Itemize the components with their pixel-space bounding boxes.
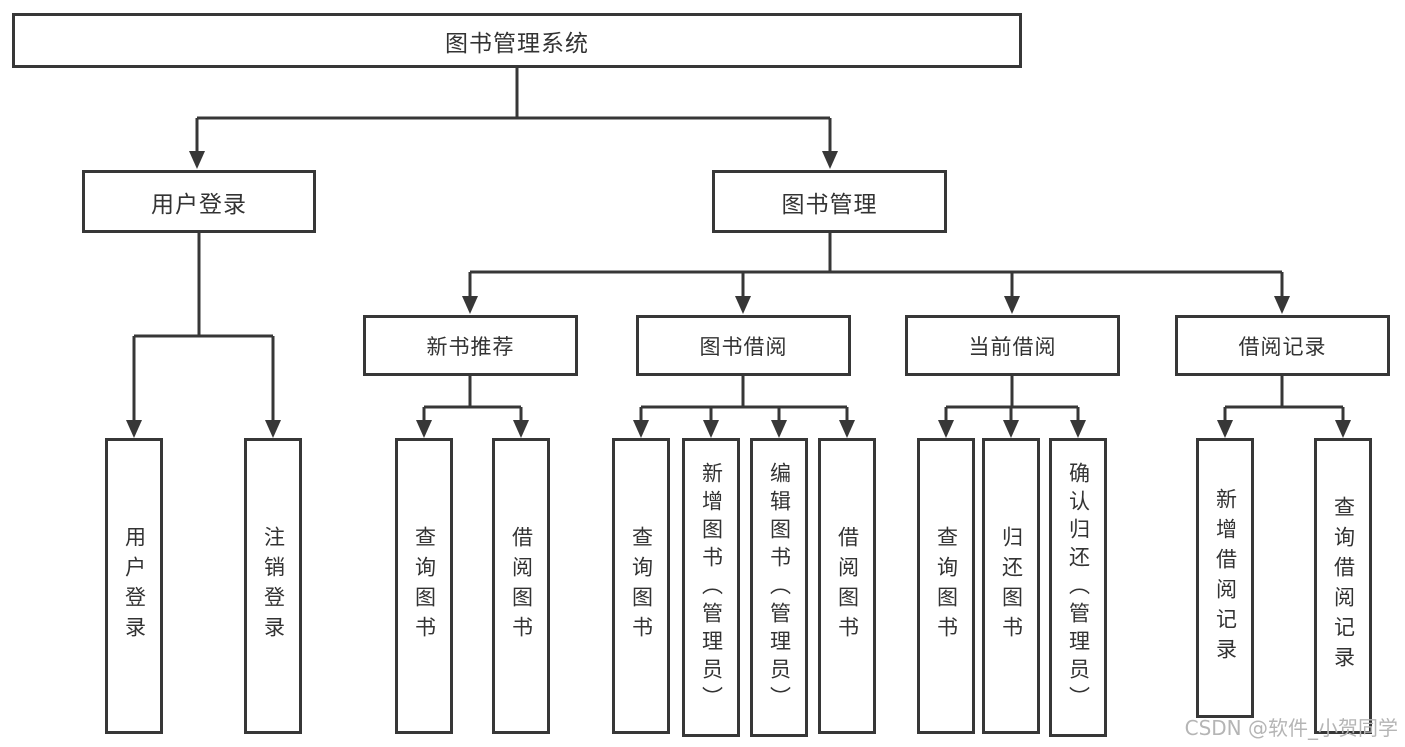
- node-borrow-records: 借阅记录: [1175, 315, 1390, 376]
- connector-root-to-level2: [189, 68, 838, 169]
- leaf-book-borrow-add: 新增图书（管理员）: [682, 438, 740, 737]
- arrow-down-icon: [822, 151, 838, 169]
- leaf-new-book-rec-query: 查询图书: [395, 438, 453, 734]
- watermark: CSDN @软件_小贺同学: [1184, 716, 1398, 740]
- arrow-down-icon: [1335, 420, 1351, 438]
- arrow-down-icon: [633, 420, 649, 438]
- leaf-user-login-logout: 注销登录: [244, 438, 302, 734]
- arrow-down-icon: [416, 420, 432, 438]
- arrow-down-icon: [1070, 420, 1086, 438]
- node-book-borrow: 图书借阅: [636, 315, 851, 376]
- node-user-login: 用户登录: [82, 170, 316, 233]
- arrow-down-icon: [839, 420, 855, 438]
- leaf-current-borrow-query: 查询图书: [917, 438, 975, 734]
- arrow-down-icon: [189, 151, 205, 169]
- node-root: 图书管理系统: [12, 13, 1022, 68]
- arrow-down-icon: [1004, 296, 1020, 314]
- leaf-current-borrow-confirm: 确认归还（管理员）: [1049, 438, 1107, 737]
- leaf-book-borrow-edit: 编辑图书（管理员）: [750, 438, 808, 737]
- leaf-current-borrow-return: 归还图书: [982, 438, 1040, 734]
- arrow-down-icon: [1217, 420, 1233, 438]
- arrow-down-icon: [771, 420, 787, 438]
- connector-user-login-to-leaves: [126, 233, 281, 438]
- leaf-book-borrow-borrow: 借阅图书: [818, 438, 876, 734]
- arrow-down-icon: [1003, 420, 1019, 438]
- connector-current-borrow-to-leaves: [938, 375, 1086, 438]
- node-current-borrow: 当前借阅: [905, 315, 1120, 376]
- arrow-down-icon: [735, 296, 751, 314]
- node-new-book-rec: 新书推荐: [363, 315, 578, 376]
- connector-book-borrow-to-leaves: [633, 375, 855, 438]
- connector-new-book-rec-to-leaves: [416, 375, 529, 438]
- connector-borrow-records-to-leaves: [1217, 375, 1351, 438]
- arrow-down-icon: [703, 420, 719, 438]
- arrow-down-icon: [462, 296, 478, 314]
- leaf-borrow-records-query: 查询借阅记录: [1314, 438, 1372, 734]
- node-book-mgmt: 图书管理: [712, 170, 947, 233]
- arrow-down-icon: [513, 420, 529, 438]
- leaf-new-book-rec-borrow: 借阅图书: [492, 438, 550, 734]
- leaf-borrow-records-add: 新增借阅记录: [1196, 438, 1254, 718]
- leaf-book-borrow-query: 查询图书: [612, 438, 670, 734]
- leaf-user-login-login: 用户登录: [105, 438, 163, 734]
- arrow-down-icon: [1274, 296, 1290, 314]
- arrow-down-icon: [265, 420, 281, 438]
- arrow-down-icon: [938, 420, 954, 438]
- connector-book-mgmt-to-level3: [462, 233, 1290, 314]
- arrow-down-icon: [126, 420, 142, 438]
